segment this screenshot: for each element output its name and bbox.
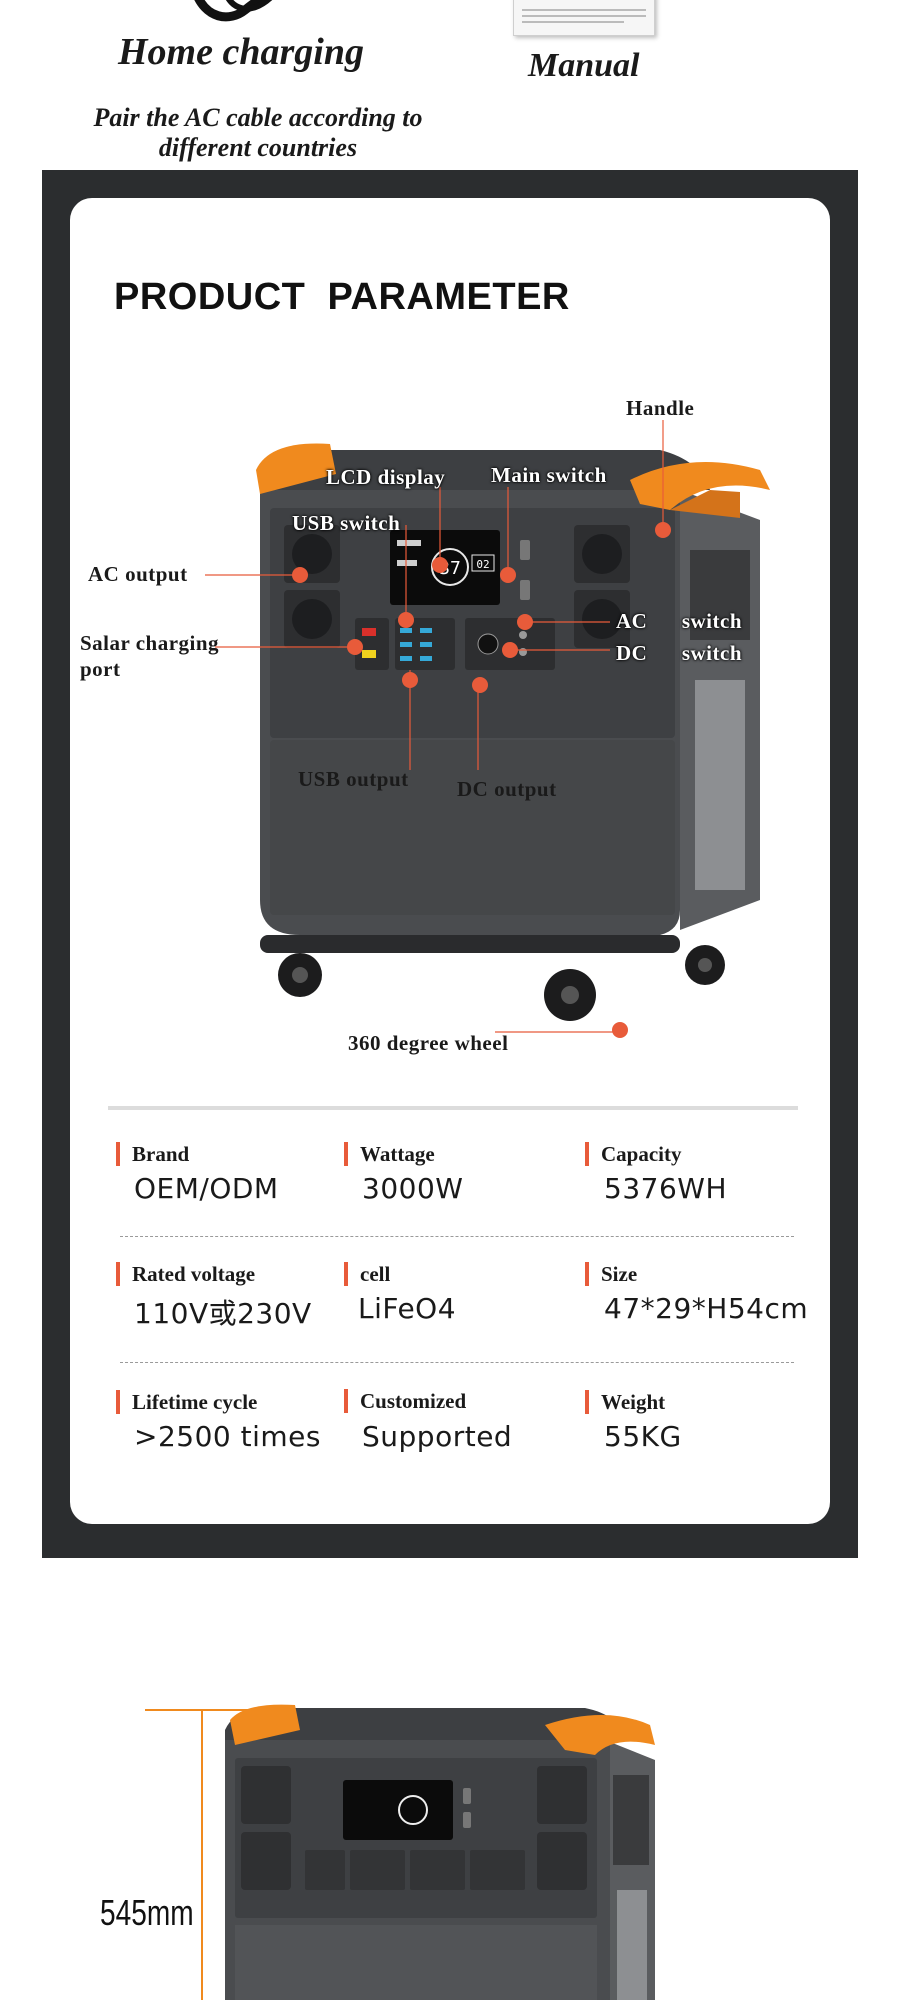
manual-image [513,0,655,36]
main-switch-icon [520,540,530,560]
spec-row-separator [120,1236,794,1237]
wheel-icon [278,945,725,1021]
spec-capacity-value: 5376WH [604,1172,727,1205]
callout-dc-switch: DC switch [616,641,742,665]
callout-usb-switch: USB switch [292,511,401,535]
handle-icon [256,443,770,518]
power-station-front-view [225,1704,655,2000]
callout-usb-output: USB output [298,767,409,791]
spec-wattage-label: Wattage [344,1142,435,1166]
callout-ac-output: AC output [88,562,188,586]
charging-cable-image [185,0,295,30]
spec-brand-label: Brand [116,1142,189,1166]
lcd-side-value: 02 [476,558,489,571]
callout-solar-port: Salar charging port [80,631,220,681]
spec-row-separator [120,1362,794,1363]
dimension-lines [145,1709,250,2000]
callout-main-switch: Main switch [491,463,607,487]
callout-ac-switch: AC switch [616,609,742,633]
solar-port-icon [355,618,389,670]
spec-weight-label: Weight [585,1390,665,1414]
home-charging-caption: Home charging [118,31,364,73]
spec-cell-value: LiFeO4 [358,1292,457,1325]
callout-wheel: 360 degree wheel [348,1031,509,1055]
side-vent-icon [690,550,750,890]
home-charging-subcaption: Pair the AC cable according to different… [93,103,423,162]
spec-customized-value: Supported [362,1420,513,1453]
section-title: PRODUCT PARAMETER [114,276,570,318]
spec-wattage-value: 3000W [362,1172,464,1205]
spec-size-value: 47*29*H54cm [604,1292,809,1325]
callout-handle: Handle [626,396,695,420]
height-dimension-label: 545mm [100,1892,194,1933]
callout-lcd-display: LCD display [326,465,446,489]
ac-switch-icon [520,580,530,600]
spec-divider [108,1106,798,1110]
spec-weight-value: 55KG [604,1420,682,1453]
callout-dc-output: DC output [457,777,557,801]
spec-lifetime-cycle-label: Lifetime cycle [116,1390,257,1414]
spec-rated-voltage-label: Rated voltage [116,1262,255,1286]
usb-port-icon [395,618,455,670]
spec-lifetime-cycle-value: >2500 times [134,1420,321,1453]
spec-cell-label: cell [344,1262,390,1286]
spec-customized-label: Customized [344,1389,466,1413]
callout-lines [205,420,671,1038]
spec-size-label: Size [585,1262,637,1286]
manual-caption: Manual [528,47,640,84]
spec-rated-voltage-value: 110V或230V [134,1297,312,1330]
power-station-illustration: 37 02 [256,443,770,1021]
spec-capacity-label: Capacity [585,1142,682,1166]
spec-brand-value: OEM/ODM [134,1172,279,1205]
